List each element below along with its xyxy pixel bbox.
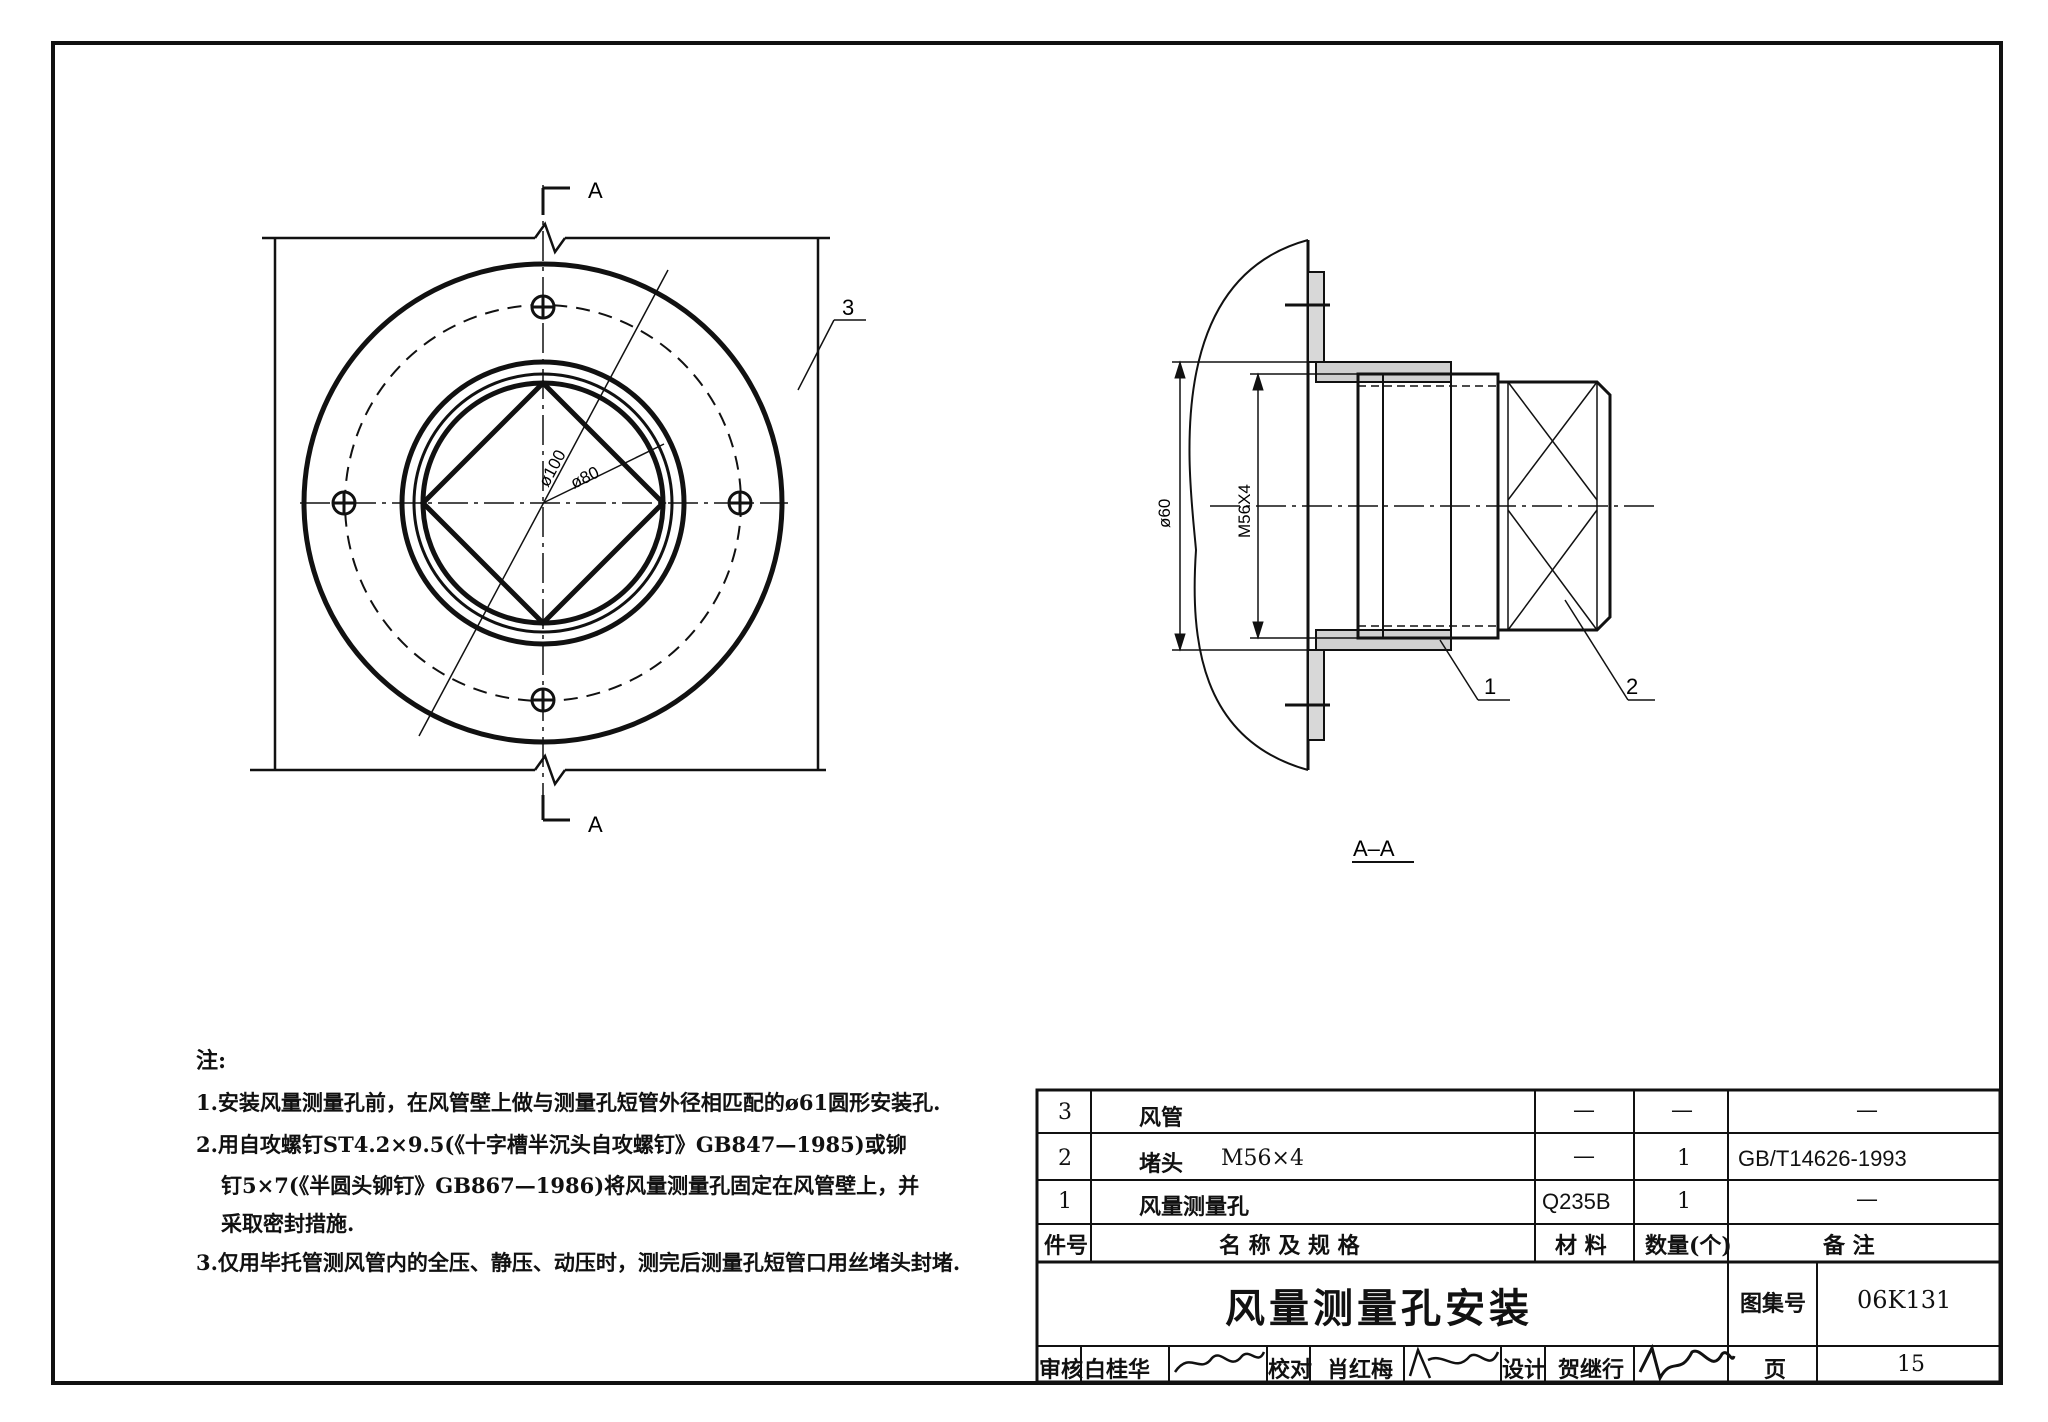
notes: 注: 1.安装风量测量孔前，在风管壁上做与测量孔短管外径相匹配的ø61圆形安装孔…: [196, 1040, 996, 1284]
note-2b: 钉5×7(《半圆头铆钉》GB867—1986)将风量测量孔固定在风管壁上，并: [221, 1173, 920, 1198]
row3-material: —: [1573, 1098, 1595, 1123]
signature-review: [1173, 1351, 1266, 1373]
title-block-grid: [1035, 1088, 2002, 1384]
row1-remark: —: [1856, 1187, 1878, 1212]
leader-2-label: 2: [1626, 674, 1638, 699]
leader-1-label: 1: [1484, 674, 1496, 699]
row3-remark: —: [1856, 1098, 1878, 1123]
section-view: [1172, 239, 1660, 863]
atlas-no: 06K131: [1857, 1286, 1952, 1314]
row2-spec: M56×4: [1221, 1146, 1304, 1171]
notes-title: 注:: [196, 1048, 227, 1074]
row3-no: 3: [1058, 1100, 1072, 1125]
signature-design: [1638, 1343, 1736, 1383]
review-label: 审核: [1039, 1357, 1084, 1383]
row1-no: 1: [1058, 1189, 1072, 1214]
section-mark-top: A: [588, 178, 603, 203]
header-no: 件号: [1044, 1233, 1089, 1259]
row2-name: 堵头: [1139, 1151, 1184, 1177]
review-name: 白桂华: [1084, 1357, 1151, 1383]
title-block: 3 风管 — — — 2 堵头 M56×4 — 1 GB/T14626-1993…: [1037, 1090, 2000, 1383]
row2-material: —: [1573, 1144, 1595, 1169]
section-title: A–A: [1353, 836, 1395, 861]
dim-d60: ø60: [1155, 499, 1174, 528]
row3-name: 风管: [1139, 1105, 1184, 1131]
design-name: 贺继行: [1558, 1357, 1625, 1383]
section-mark-bottom: A: [588, 812, 603, 837]
row2-no: 2: [1058, 1146, 1072, 1171]
design-label: 设计: [1502, 1357, 1547, 1383]
dim-d100: ø100: [535, 447, 570, 490]
check-name: 肖红梅: [1327, 1357, 1394, 1383]
drawing-title: 风量测量孔安装: [1225, 1285, 1533, 1332]
screw-right: [727, 490, 753, 516]
screw-top: [530, 294, 556, 320]
dim-d80: ø80: [567, 463, 602, 493]
row2-qty: 1: [1677, 1146, 1691, 1171]
screw-bottom: [530, 687, 556, 713]
note-2c: 采取密封措施.: [221, 1211, 355, 1236]
atlas-label: 图集号: [1740, 1291, 1807, 1317]
dim-thread: M56X4: [1235, 484, 1254, 538]
note-3: 3.仅用毕托管测风管内的全压、静压、动压时，测完后测量孔短管口用丝堵头封堵.: [196, 1250, 961, 1275]
sheet-border: [51, 41, 2003, 1385]
row1-material: Q235B: [1542, 1189, 1611, 1214]
note-2a: 2.用自攻螺钉ST4.2×9.5(《十字槽半沉头自攻螺钉》GB847—1985)…: [196, 1132, 907, 1157]
note-1: 1.安装风量测量孔前，在风管壁上做与测量孔短管外径相匹配的ø61圆形安装孔.: [196, 1090, 941, 1115]
signature-check: [1408, 1346, 1500, 1379]
header-qty: 数量(个): [1645, 1233, 1732, 1259]
header-material: 材 料: [1555, 1233, 1607, 1259]
leader-3-label: 3: [842, 295, 854, 320]
check-label: 校对: [1268, 1357, 1313, 1383]
header-name: 名 称 及 规 格: [1219, 1233, 1360, 1259]
header-remark: 备 注: [1823, 1233, 1875, 1259]
row2-remark: GB/T14626-1993: [1738, 1146, 1907, 1171]
row1-qty: 1: [1677, 1189, 1691, 1214]
page-label: 页: [1764, 1357, 1787, 1383]
row3-qty: —: [1671, 1098, 1693, 1123]
row1-name: 风量测量孔: [1139, 1194, 1250, 1220]
page-no: 15: [1897, 1352, 1925, 1377]
screw-left: [331, 490, 357, 516]
